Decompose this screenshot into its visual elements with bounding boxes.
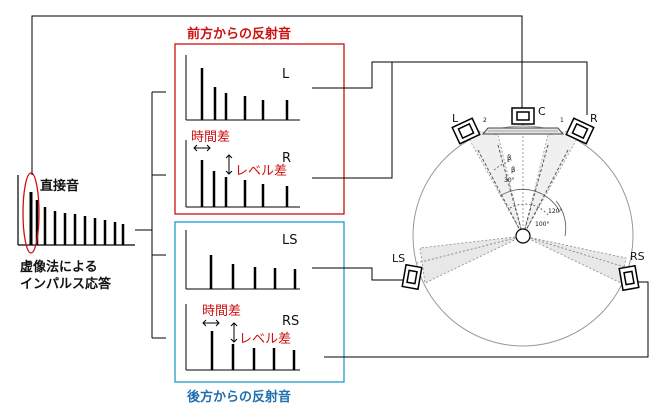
marker-1: 1: [560, 117, 564, 124]
angle-120-label: 120°: [548, 208, 562, 215]
speaker-L-icon: [451, 117, 481, 145]
beta-2-label: β: [511, 166, 515, 174]
rear-reflection-title: 後方からの反射音: [187, 389, 291, 405]
speaker-RS-icon: [618, 264, 640, 292]
plot-speaker-connectors: [312, 61, 649, 358]
channel-label-RS: RS: [282, 314, 299, 329]
speaker-label-R: R: [590, 112, 598, 125]
rs-radiation-wedge: [522, 235, 627, 284]
speaker-label-LS: LS: [392, 252, 405, 265]
tree-connector: [135, 91, 166, 339]
time-diff-label-front: 時間差: [191, 130, 230, 145]
time-diff-label-rear: 時間差: [202, 304, 241, 319]
direct-sound-label: 直接音: [40, 178, 79, 194]
channel-label-R: R: [282, 151, 291, 166]
speaker-C-icon: [511, 107, 535, 125]
impulse-response-plot: [17, 172, 135, 254]
direct-sound-highlight: [22, 172, 40, 254]
speaker-R-icon: [565, 117, 595, 145]
speaker-label-C: C: [538, 105, 546, 118]
rear-reflection-box: [174, 221, 345, 383]
speaker-label-L: L: [452, 112, 459, 125]
ls-radiation-wedge: [419, 235, 524, 284]
front-radiation-wedge: [522, 127, 584, 237]
level-diff-label-rear: レベル差: [239, 332, 291, 347]
impulse-caption-line2: インパルス応答: [20, 276, 112, 292]
level-diff-arrow-rear: [230, 322, 238, 343]
front-reflection-title: 前方からの反射音: [187, 26, 291, 42]
channel-label-L: L: [282, 67, 290, 82]
plot-L: [185, 55, 300, 121]
time-diff-arrow-rear: [202, 319, 220, 327]
channel-label-LS: LS: [282, 233, 298, 248]
impulse-caption-line1: 虚像法による: [20, 259, 98, 275]
beta-1-label: β: [507, 154, 511, 162]
listener-position: [515, 228, 531, 244]
angle-30-label: 30°: [504, 177, 515, 184]
angle-100-label: 100°: [535, 221, 549, 228]
plot-RS: [185, 304, 300, 371]
time-diff-arrow-front: [193, 144, 211, 152]
front-reflection-box: [174, 43, 345, 215]
speaker-layout: [412, 120, 634, 347]
plot-R: [185, 140, 300, 208]
marker-2: 2: [483, 117, 487, 124]
front-radiation-wedge: [462, 127, 524, 237]
level-diff-label-front: レベル差: [235, 164, 287, 179]
level-diff-arrow-front: [225, 154, 233, 175]
plot-LS: [185, 230, 300, 290]
speaker-label-RS: RS: [630, 250, 645, 263]
speaker-LS-icon: [401, 263, 423, 291]
